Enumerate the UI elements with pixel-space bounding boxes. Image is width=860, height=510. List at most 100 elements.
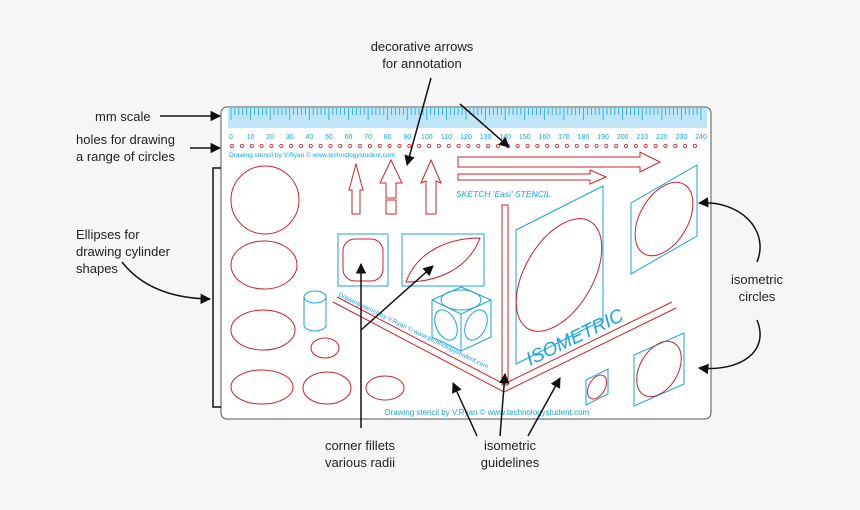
circle-hole xyxy=(515,143,520,148)
ruler-number: 70 xyxy=(364,134,372,141)
ellipses-bracket xyxy=(212,167,221,408)
ellipse-6 xyxy=(302,371,352,405)
circle-hole xyxy=(624,143,629,148)
label-mm-scale: mm scale xyxy=(95,109,151,124)
label-guidelines-line2: guidelines xyxy=(480,455,540,470)
label-guidelines-line1: isometric xyxy=(483,438,536,453)
label-corner-fillets: corner fillets various radii xyxy=(305,437,415,471)
circle-hole xyxy=(614,143,619,148)
circle-hole xyxy=(328,143,333,148)
circle-hole xyxy=(545,143,550,148)
ellipse-1 xyxy=(230,165,300,235)
circle-hole xyxy=(604,143,609,148)
circle-hole xyxy=(663,143,668,148)
ruler-ticks xyxy=(230,108,702,120)
circle-hole xyxy=(367,143,372,148)
isometric-circle-small xyxy=(585,368,609,406)
ruler-number: 50 xyxy=(325,134,333,141)
ruler-number: 200 xyxy=(617,134,629,141)
circle-hole xyxy=(653,143,658,148)
circle-hole xyxy=(446,143,451,148)
circle-hole xyxy=(643,143,648,148)
ruler-number: 220 xyxy=(656,134,668,141)
circle-hole xyxy=(525,143,530,148)
ellipse-2 xyxy=(230,240,298,290)
arrow-decorative-1 xyxy=(404,77,432,167)
ellipse-3 xyxy=(230,309,296,351)
ruler-number: 170 xyxy=(558,134,570,141)
label-ellipses: Ellipses for drawing cylinder shapes xyxy=(76,226,170,277)
circle-hole xyxy=(535,143,540,148)
isometric-circle-top-right xyxy=(630,164,698,275)
ruler-number: 20 xyxy=(266,134,274,141)
circle-hole xyxy=(466,143,471,148)
circle-hole xyxy=(229,143,234,148)
arrow-up-2 xyxy=(379,158,403,199)
label-ellipses-line1: Ellipses for xyxy=(76,227,140,242)
arrow-guide-1 xyxy=(452,382,478,437)
circle-hole xyxy=(564,143,569,148)
circle-hole xyxy=(348,143,353,148)
ruler-number: 60 xyxy=(345,134,353,141)
circle-hole xyxy=(249,143,254,148)
label-iso-circles-line2: circles xyxy=(738,289,776,304)
ruler-number: 210 xyxy=(636,134,648,141)
credit-small: Drawing stencil by V.Ryan © www.technolo… xyxy=(229,151,395,159)
label-decorative-arrows: decorative arrows for annotation xyxy=(352,38,492,72)
ruler-number: 0 xyxy=(229,134,233,141)
circle-hole xyxy=(584,143,589,148)
arrow-guide-3 xyxy=(527,377,561,437)
sketch-label: SKETCH 'Easi' STENCIL xyxy=(456,189,551,199)
ruler-number: 150 xyxy=(519,134,531,141)
isometric-circle-lower-right xyxy=(633,332,685,407)
ruler-number: 10 xyxy=(247,134,255,141)
arrow-guide-2 xyxy=(499,372,510,437)
ruler-number: 90 xyxy=(403,134,411,141)
circle-hole xyxy=(476,143,481,148)
corner-fillets xyxy=(337,233,485,287)
label-holes: holes for drawing a range of circles xyxy=(76,131,175,165)
circle-hole xyxy=(555,143,560,148)
circle-hole xyxy=(239,143,244,148)
label-ellipses-line2: drawing cylinder xyxy=(76,244,170,259)
ruler-number: 190 xyxy=(597,134,609,141)
arrow-up-2-base xyxy=(385,199,397,215)
circle-hole xyxy=(298,143,303,148)
ruler-number: 160 xyxy=(538,134,550,141)
ruler-number: 240 xyxy=(695,134,707,141)
label-ellipses-line3: shapes xyxy=(76,261,118,276)
cylinder-template xyxy=(303,290,327,332)
label-decorative-line1: decorative arrows xyxy=(370,39,474,54)
ruler-number: 30 xyxy=(286,134,294,141)
arrow-iso-circle-upper xyxy=(697,197,761,263)
circle-hole xyxy=(692,143,697,148)
credit-bottom: Drawing stencil by V.Ryan © www.technolo… xyxy=(385,408,590,417)
circle-hole xyxy=(456,143,461,148)
label-fillets-line1: corner fillets xyxy=(324,438,396,453)
arrow-decorative-2 xyxy=(459,103,510,148)
ruler-number: 180 xyxy=(578,134,590,141)
arrow-right-2 xyxy=(457,169,608,185)
ellipse-templates xyxy=(230,165,405,405)
circle-hole xyxy=(308,143,313,148)
circle-hole xyxy=(289,143,294,148)
circle-hole xyxy=(673,143,678,148)
circle-hole xyxy=(387,143,392,148)
circle-hole xyxy=(318,143,323,148)
label-decorative-line2: for annotation xyxy=(382,56,462,71)
circle-hole xyxy=(436,143,441,148)
arrow-fillet-diagonal xyxy=(360,265,434,331)
ruler-number: 40 xyxy=(305,134,313,141)
label-holes-line2: a range of circles xyxy=(76,149,175,164)
circle-hole xyxy=(279,143,284,148)
arrow-up-3 xyxy=(420,158,442,215)
isometric-cube xyxy=(431,286,492,352)
circle-hole xyxy=(426,143,431,148)
arrow-iso-circle-lower xyxy=(697,319,761,375)
circle-hole xyxy=(683,143,688,148)
arrow-ellipses xyxy=(121,261,212,305)
circle-hole xyxy=(338,143,343,148)
ruler-number: 120 xyxy=(460,134,472,141)
